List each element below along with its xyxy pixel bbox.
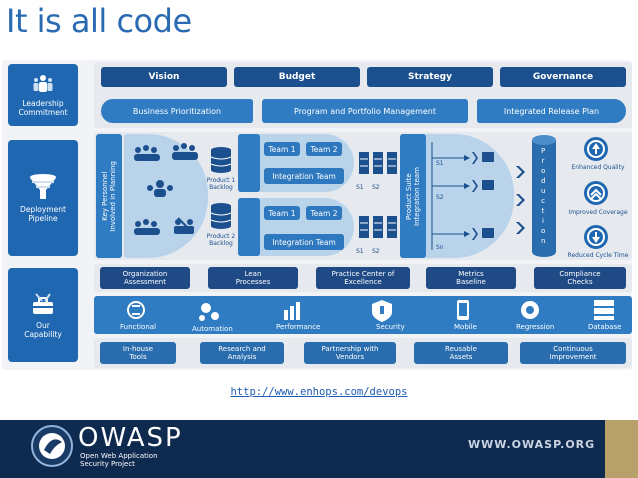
server-stack-1-icon (359, 152, 397, 174)
team-2-box: Team 2 (306, 142, 342, 156)
functional-label: Functional (120, 323, 157, 331)
team-group-1-bar (238, 134, 260, 192)
improved-coverage-icon (584, 181, 608, 205)
suite-flow-lines (431, 142, 494, 250)
team-icon-4 (134, 219, 160, 235)
backlog-2-label: Product 2 Backlog (206, 233, 236, 247)
our-capability-label: Our Capability (24, 321, 62, 339)
team-group-2-bar (238, 198, 260, 256)
team-icon-5 (174, 217, 194, 234)
team-icons (134, 143, 198, 235)
compliance-checks-box: Compliance Checks (534, 267, 626, 289)
regression-label: Regression (516, 323, 555, 331)
team-icon-2 (172, 143, 198, 160)
deployment-pipeline-block: Deployment Pipeline (8, 140, 78, 256)
integration-team-1-box: Integration Team (264, 168, 344, 184)
program-portfolio-management-box: Program and Portfolio Management (262, 99, 468, 123)
owasp-brand: OWASP (78, 423, 183, 453)
s1-label-1: S1 (356, 184, 364, 191)
funnel-icon (30, 174, 56, 199)
governance-box: Governance (500, 67, 626, 87)
enhanced-quality-icon (584, 137, 608, 161)
integration-team-2-box: Integration Team (264, 234, 344, 250)
devops-link[interactable]: http://www.enhops.com/devops (230, 386, 408, 398)
suite-team-label: Product Suite Integration team (405, 166, 421, 226)
server-stack-2-icon (359, 216, 397, 238)
suite-s1-label: S1 (436, 160, 444, 167)
capability-icons (127, 300, 614, 322)
budget-box: Budget (234, 67, 360, 87)
people-icon (33, 75, 53, 92)
security-label: Security (376, 323, 405, 331)
production-label-wrap: Production (536, 140, 552, 252)
our-capability-block: Our Capability (8, 268, 78, 362)
backlog-2-database-icon (210, 203, 232, 229)
production-arrows (516, 166, 525, 234)
continuous-improvement-box: Continuous Improvement (520, 342, 626, 364)
owasp-subtitle: Open Web Application Security Project (80, 452, 158, 468)
vision-box: Vision (101, 67, 227, 87)
team-icon-3 (147, 180, 173, 197)
practice-center-box: Practice Center of Excellence (316, 267, 410, 289)
reusable-assets-box: Reusable Assets (414, 342, 508, 364)
strategy-box: Strategy (367, 67, 493, 87)
suite-s2-label: S2 (436, 194, 444, 201)
improved-coverage-label: Improved Coverage (568, 209, 628, 216)
database-label: Database (588, 323, 622, 331)
business-prioritization-box: Business Prioritization (101, 99, 253, 123)
partnership-vendors-box: Partnership with Vendors (304, 342, 396, 364)
s2-label-2: S2 (372, 248, 380, 255)
suite-integration-bar (400, 134, 426, 258)
owasp-url: WWW.OWASP.ORG (468, 438, 596, 451)
footer-gold-accent (605, 420, 638, 478)
team-1-box-2: Team 1 (264, 206, 300, 220)
mobile-label: Mobile (454, 323, 477, 331)
leadership-commitment-label: Leadership Commitment (18, 99, 68, 117)
lean-processes-box: Lean Processes (208, 267, 298, 289)
reduced-cycle-time-label: Reduced Cycle Time (567, 252, 629, 259)
s1-label-2: S1 (356, 248, 364, 255)
leadership-commitment-block: Leadership Commitment (8, 64, 78, 126)
research-analysis-box: Research and Analysis (200, 342, 284, 364)
suite-sn-label: Sn (436, 244, 444, 251)
metrics-baseline-box: Metrics Baseline (426, 267, 516, 289)
performance-label: Performance (276, 323, 321, 331)
footer-bar (0, 420, 638, 478)
owasp-logo-icon (31, 425, 73, 467)
backlog-1-label: Product 1 Backlog (206, 177, 236, 191)
organization-assessment-box: Organization Assessment (100, 267, 190, 289)
integrated-release-plan-box: Integrated Release Plan (477, 99, 626, 123)
key-personnel-label: Key Personnel Involved in Planning (101, 160, 117, 232)
toolbox-icon (33, 293, 53, 314)
automation-label: Automation (192, 325, 233, 333)
s2-label-1: S2 (372, 184, 380, 191)
production-cylinder (532, 135, 556, 257)
key-personnel-label-wrap: Key Personnel Involved in Planning (96, 134, 122, 258)
backlog-1-database-icon (210, 147, 232, 173)
page-title: It is all code (6, 2, 192, 40)
reduced-cycle-time-icon (584, 225, 608, 249)
inhouse-tools-box: In-house Tools (100, 342, 176, 364)
team-icon-1 (134, 145, 160, 161)
team-2-box-2: Team 2 (306, 206, 342, 220)
enhanced-quality-label: Enhanced Quality (571, 164, 625, 171)
capability-bar (94, 296, 632, 334)
suite-team-label-wrap: Product Suite Integration team (400, 134, 426, 258)
team-1-box: Team 1 (264, 142, 300, 156)
key-personnel-bar (96, 134, 122, 258)
deployment-pipeline-label: Deployment Pipeline (20, 205, 66, 223)
production-label: Production (541, 147, 548, 245)
